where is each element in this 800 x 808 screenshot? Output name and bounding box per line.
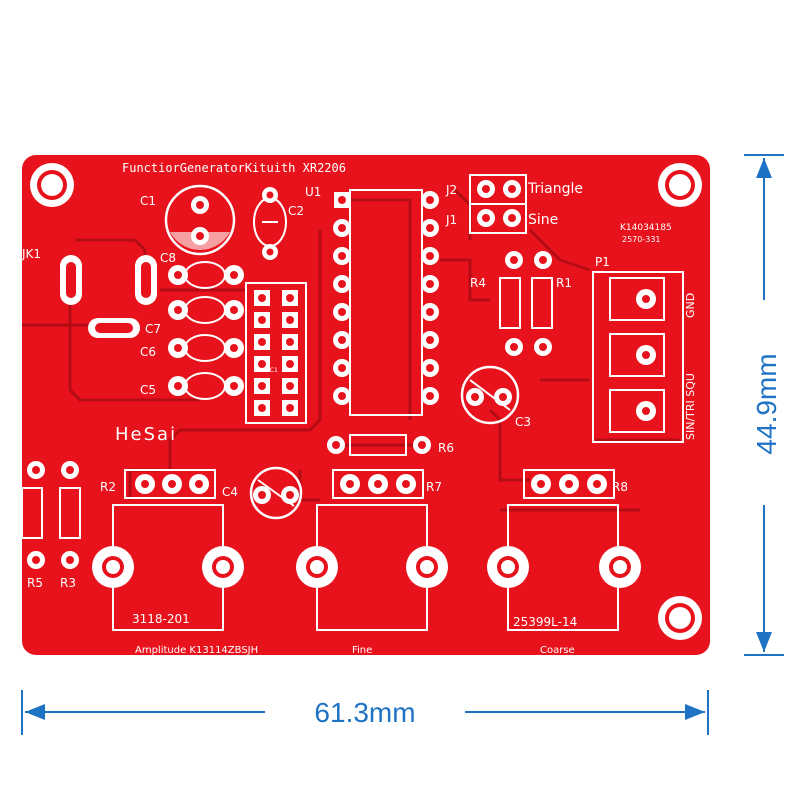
label-c3: C3 bbox=[515, 415, 531, 429]
label-gnd: GND bbox=[684, 293, 697, 318]
capacitor-c3 bbox=[460, 365, 520, 425]
label-u1: U1 bbox=[305, 185, 321, 199]
chip-u1 bbox=[333, 189, 439, 416]
ceramic-capacitors bbox=[168, 261, 244, 400]
width-dimension bbox=[21, 690, 709, 735]
capacitor-c4 bbox=[249, 466, 303, 520]
board-title: FunctiorGeneratorKituith XR2206 bbox=[122, 161, 346, 175]
label-amplitude: Amplitude K13114ZBSJH bbox=[135, 645, 258, 656]
label-jk1: JK1 bbox=[21, 247, 41, 261]
resistor-r3 bbox=[59, 461, 81, 569]
part-code-2: 2570-331 bbox=[622, 235, 661, 244]
ic-header bbox=[245, 282, 307, 424]
jumpers-j1-j2 bbox=[469, 174, 527, 234]
trimmer-r7 bbox=[332, 469, 424, 499]
label-j2: J2 bbox=[445, 183, 457, 197]
pot-amplitude bbox=[92, 504, 244, 631]
pot-coarse bbox=[487, 504, 641, 631]
label-r7: R7 bbox=[426, 480, 442, 494]
part-code: K14034185 bbox=[620, 223, 672, 233]
label-c8: C8 bbox=[160, 251, 176, 265]
trimmer-r8 bbox=[523, 469, 615, 499]
label-r2: R2 bbox=[100, 480, 116, 494]
trimmer-r2 bbox=[124, 469, 216, 499]
label-c7: C7 bbox=[145, 322, 161, 336]
resistor-r1 bbox=[531, 251, 553, 356]
label-j1: J1 bbox=[445, 213, 457, 227]
resistor-r5 bbox=[21, 461, 45, 569]
label-pot-left: 3118-201 bbox=[132, 612, 190, 626]
label-pot-right: 25399L-14 bbox=[513, 615, 577, 629]
resistor-r4 bbox=[499, 251, 523, 356]
label-r1: R1 bbox=[556, 276, 572, 290]
capacitor-c2 bbox=[253, 187, 287, 260]
label-c4: C4 bbox=[222, 485, 238, 499]
label-r3: R3 bbox=[60, 576, 76, 590]
label-r4: R4 bbox=[470, 276, 486, 290]
label-p1: P1 bbox=[595, 255, 610, 269]
label-c6: C6 bbox=[140, 345, 156, 359]
height-label: 44.9mm bbox=[751, 353, 782, 454]
pcb-board bbox=[22, 155, 710, 655]
resistor-r6 bbox=[327, 434, 431, 456]
pot-fine bbox=[296, 504, 448, 631]
height-dimension bbox=[744, 154, 784, 656]
label-c2: C2 bbox=[288, 204, 304, 218]
brand-logo: HeSai bbox=[115, 424, 177, 445]
label-r5: R5 bbox=[27, 576, 43, 590]
label-ic: IC1 bbox=[268, 367, 278, 374]
terminal-p1 bbox=[592, 271, 684, 443]
label-fine: Fine bbox=[352, 645, 372, 656]
label-sine: Sine bbox=[528, 212, 558, 228]
width-label: 61.3mm bbox=[314, 697, 415, 728]
label-sin-tri-squ: SIN/TRI SQU bbox=[684, 373, 697, 440]
label-r8: R8 bbox=[612, 480, 628, 494]
mounting-holes bbox=[30, 163, 702, 640]
label-c1: C1 bbox=[140, 194, 156, 208]
capacitor-c1 bbox=[164, 184, 236, 256]
label-coarse: Coarse bbox=[540, 645, 575, 656]
label-r6: R6 bbox=[438, 441, 454, 455]
label-c5: C5 bbox=[140, 383, 156, 397]
label-triangle: Triangle bbox=[527, 181, 583, 197]
